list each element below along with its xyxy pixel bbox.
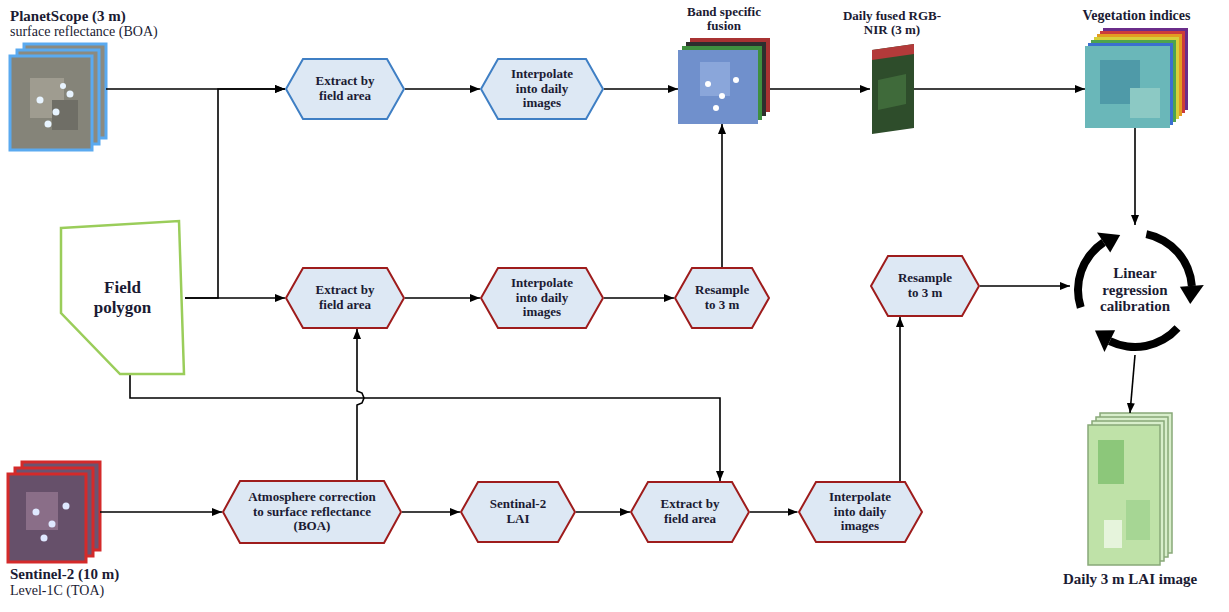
node-text: Atmosphere correction to surface reflect… <box>243 490 381 534</box>
image-stack: PlanetScope (3 m)surface reflectance (BO… <box>10 44 106 150</box>
connector-arrow <box>914 88 1085 90</box>
node-title: Daily fused RGB-NIR (3 m) <box>832 9 952 38</box>
node-text: Resample to 3 m <box>891 271 959 300</box>
process-hexagon: Interpolate into daily images <box>798 481 923 543</box>
connector-arrow <box>357 329 364 480</box>
connector-arrow <box>405 297 480 299</box>
fusion-band-stack <box>678 38 770 124</box>
node-text: Interpolate into daily images <box>501 276 583 320</box>
process-hexagon: Extract by field area <box>285 58 405 120</box>
connector-arrow <box>1134 128 1136 225</box>
process-hexagon: Extract by field area <box>630 481 750 543</box>
process-hexagon: Sentinal-2 LAI <box>460 481 576 543</box>
planetscope-image-stack <box>10 44 106 150</box>
caption-group: Band specific fusion <box>676 5 772 34</box>
node-text: Sentinal-2 LAI <box>481 497 555 526</box>
connector-arrow <box>604 297 674 299</box>
process-hexagon: Resample to 3 m <box>674 267 770 329</box>
node-text: Extract by field area <box>651 497 729 526</box>
connector-arrow <box>402 511 460 513</box>
connector-arrow <box>405 88 480 90</box>
image: Daily fused RGB-NIR (3 m) <box>870 42 914 134</box>
connector-arrow <box>980 285 1070 287</box>
fused-rgbnir-image <box>872 44 914 134</box>
caption-group: Daily fused RGB-NIR (3 m) <box>832 9 952 38</box>
process-hexagon: Resample to 3 m <box>870 255 980 317</box>
process-hexagon: Atmosphere correction to surface reflect… <box>222 480 402 544</box>
node-text: Linear regression calibration <box>1089 265 1181 315</box>
process-hexagon: Interpolate into daily images <box>480 267 604 329</box>
node-text: Resample to 3 m <box>695 283 749 312</box>
connector-arrow <box>130 375 720 481</box>
process-hexagon: Interpolate into daily images <box>480 58 604 120</box>
lai-image-stack <box>1088 413 1172 565</box>
connector-arrow <box>185 89 285 298</box>
node-text: Extract by field area <box>306 74 384 103</box>
connector-arrow <box>604 88 678 90</box>
connector-arrow <box>750 511 798 513</box>
connector-arrow <box>721 124 723 267</box>
vegetation-index-stack <box>1085 28 1188 128</box>
sentinel2-image-stack <box>8 462 100 562</box>
node-text: Field polygon <box>82 278 164 316</box>
image-stack: Band specific fusion <box>678 38 770 124</box>
connector-arrow <box>770 88 870 90</box>
node-title: Sentinel-2 (10 m) <box>10 566 119 583</box>
calibration-cycle: Linear regression calibration <box>1070 225 1200 355</box>
caption-group: Vegetation indices <box>1057 8 1217 24</box>
node-title: Vegetation indices <box>1057 8 1217 24</box>
field-polygon: Field polygon <box>60 220 185 375</box>
caption-group: Sentinel-2 (10 m)Level-1C (TOA) <box>10 566 119 598</box>
node-title: Band specific fusion <box>676 5 772 34</box>
node-title: Level-1C (TOA) <box>10 583 119 599</box>
connector-arrow <box>100 511 222 513</box>
caption-group: PlanetScope (3 m)surface reflectance (BO… <box>10 8 158 40</box>
node-text: Interpolate into daily images <box>501 67 583 111</box>
image-stack: Daily 3 m LAI image <box>1088 413 1172 565</box>
connector-arrow <box>1130 355 1135 413</box>
node-title: surface reflectance (BOA) <box>10 24 158 40</box>
node-text: Extract by field area <box>306 283 384 312</box>
image-stack: Sentinel-2 (10 m)Level-1C (TOA) <box>8 462 100 562</box>
image-stack: Vegetation indices <box>1085 28 1188 128</box>
node-title: Daily 3 m LAI image <box>1063 571 1197 588</box>
caption-group: Daily 3 m LAI image <box>1063 571 1197 588</box>
connector-arrow <box>576 511 630 513</box>
process-hexagon: Extract by field area <box>285 267 405 329</box>
connector-arrow <box>899 317 901 481</box>
connector-arrow <box>185 297 285 299</box>
node-text: Interpolate into daily images <box>819 490 902 534</box>
node-title: PlanetScope (3 m) <box>10 8 158 25</box>
